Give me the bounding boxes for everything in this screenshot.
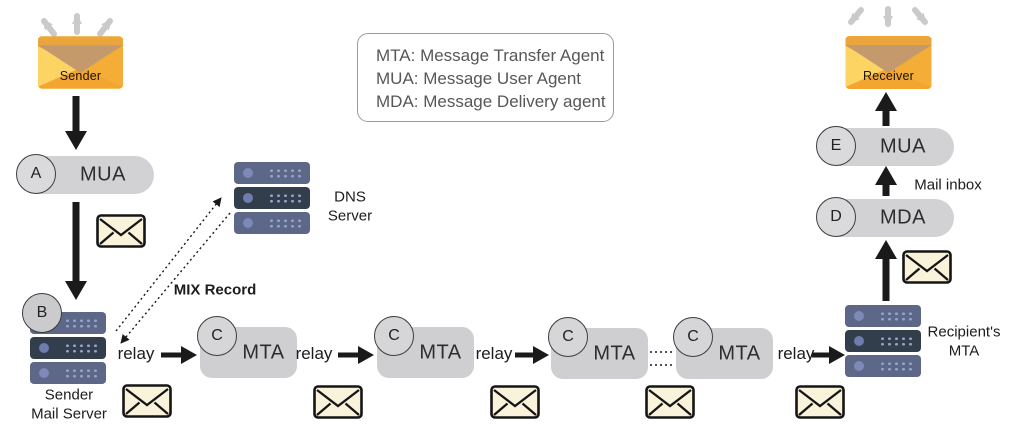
node-label-mua-receiver: MUA: [880, 135, 926, 158]
node-mta-4: C MTA: [673, 317, 773, 379]
server-led-icon: [854, 336, 864, 346]
server-dots-icon: [268, 193, 302, 204]
sender-label: Sender: [59, 69, 102, 83]
server-dots-icon: [879, 361, 913, 372]
node-label-mta-2: MTA: [419, 341, 462, 363]
server-led-icon: [243, 218, 253, 228]
server-led-icon: [243, 168, 253, 178]
recipient-mta-server-icon: [845, 305, 921, 377]
relay-label-2: relay: [295, 344, 333, 363]
legend-box: MTA: Message Transfer Agent MUA: Message…: [357, 33, 614, 122]
node-letter-badge: C: [548, 317, 588, 357]
server-dots-icon: [879, 311, 913, 322]
node-letter-badge: E: [816, 126, 856, 166]
recipient-mta-label-line2: MTA: [948, 342, 980, 359]
server-dots-icon: [268, 168, 302, 179]
node-letter-badge: A: [16, 154, 56, 194]
legend-line-mta: MTA: Message Transfer Agent: [376, 46, 605, 65]
recipient-mta-label: Recipient's MTA: [928, 323, 1001, 361]
relay-arrows-icon: [161, 346, 845, 364]
legend-line-mua: MUA: Message User Agent: [376, 69, 582, 88]
message-envelope-icon: [902, 250, 952, 284]
sender-mail-server-label-line1: Sender: [44, 386, 94, 404]
server-dots-icon: [268, 218, 302, 229]
sender-broadcast-arrows-icon: [41, 13, 113, 37]
receiver-label: Receiver: [863, 69, 914, 83]
dns-label-line2: Server: [327, 207, 373, 224]
mail-inbox-label: Mail inbox: [914, 176, 982, 194]
mta-ellipsis-connector-icon: [650, 351, 674, 366]
flow-arrows-down-icon: [65, 96, 87, 300]
server-dots-icon: [64, 318, 98, 329]
node-mta-1: C MTA: [197, 316, 297, 378]
node-letter-badge: B: [22, 293, 62, 333]
sender-mail-server-label: Sender Mail Server: [31, 386, 107, 424]
server-led-icon: [39, 343, 49, 353]
node-label-mta-3: MTA: [593, 342, 636, 364]
node-letter-badge: C: [374, 316, 414, 356]
receiver-incoming-arrows-icon: [848, 6, 928, 27]
mix-record-label: MIX Record: [173, 281, 257, 299]
dns-label-line1: DNS: [334, 188, 366, 206]
message-envelope-icon: [313, 385, 363, 419]
node-mua-sender: A MUA: [16, 154, 154, 194]
server-led-icon: [854, 361, 864, 371]
dns-server-icon: [234, 162, 310, 234]
server-led-icon: [243, 193, 253, 203]
message-envelope-icon: [645, 385, 695, 419]
server-led-icon: [854, 311, 864, 321]
relay-label-1: relay: [117, 344, 155, 363]
sender-envelope-icon: Sender: [38, 36, 123, 89]
server-led-icon: [39, 368, 49, 378]
sender-mail-server-label-line2: Mail Server: [31, 405, 107, 422]
relay-label-4: relay: [777, 344, 815, 363]
server-dots-icon: [879, 336, 913, 347]
dns-server-label: DNS Server: [328, 188, 372, 226]
recipient-mta-label-line1: Recipient's: [927, 323, 1001, 341]
legend-line-mda: MDA: Message Delivery agent: [376, 92, 606, 111]
message-envelope-icon: [490, 385, 540, 419]
dns-lookup-arrows-icon: [115, 197, 231, 344]
message-envelope-icon: [795, 385, 845, 419]
receiver-envelope-icon: Receiver: [845, 36, 932, 89]
relay-label-3: relay: [475, 344, 513, 363]
server-dots-icon: [64, 343, 98, 354]
node-mda: D MDA: [816, 197, 954, 237]
node-label-mta-1: MTA: [242, 341, 285, 363]
flow-arrows-up-icon: [875, 92, 897, 301]
node-label-mda: MDA: [880, 206, 926, 229]
message-envelope-icon: [96, 214, 146, 248]
message-envelope-icon: [122, 384, 172, 418]
node-mta-2: C MTA: [374, 316, 474, 378]
node-mta-3: C MTA: [548, 317, 648, 379]
node-letter-badge: C: [197, 316, 237, 356]
node-mua-receiver: E MUA: [816, 126, 954, 166]
node-label-mua-sender: MUA: [80, 163, 126, 186]
node-letter-badge: C: [673, 317, 713, 357]
server-dots-icon: [64, 368, 98, 379]
node-letter-badge: D: [816, 197, 856, 237]
node-label-mta-4: MTA: [718, 342, 761, 364]
